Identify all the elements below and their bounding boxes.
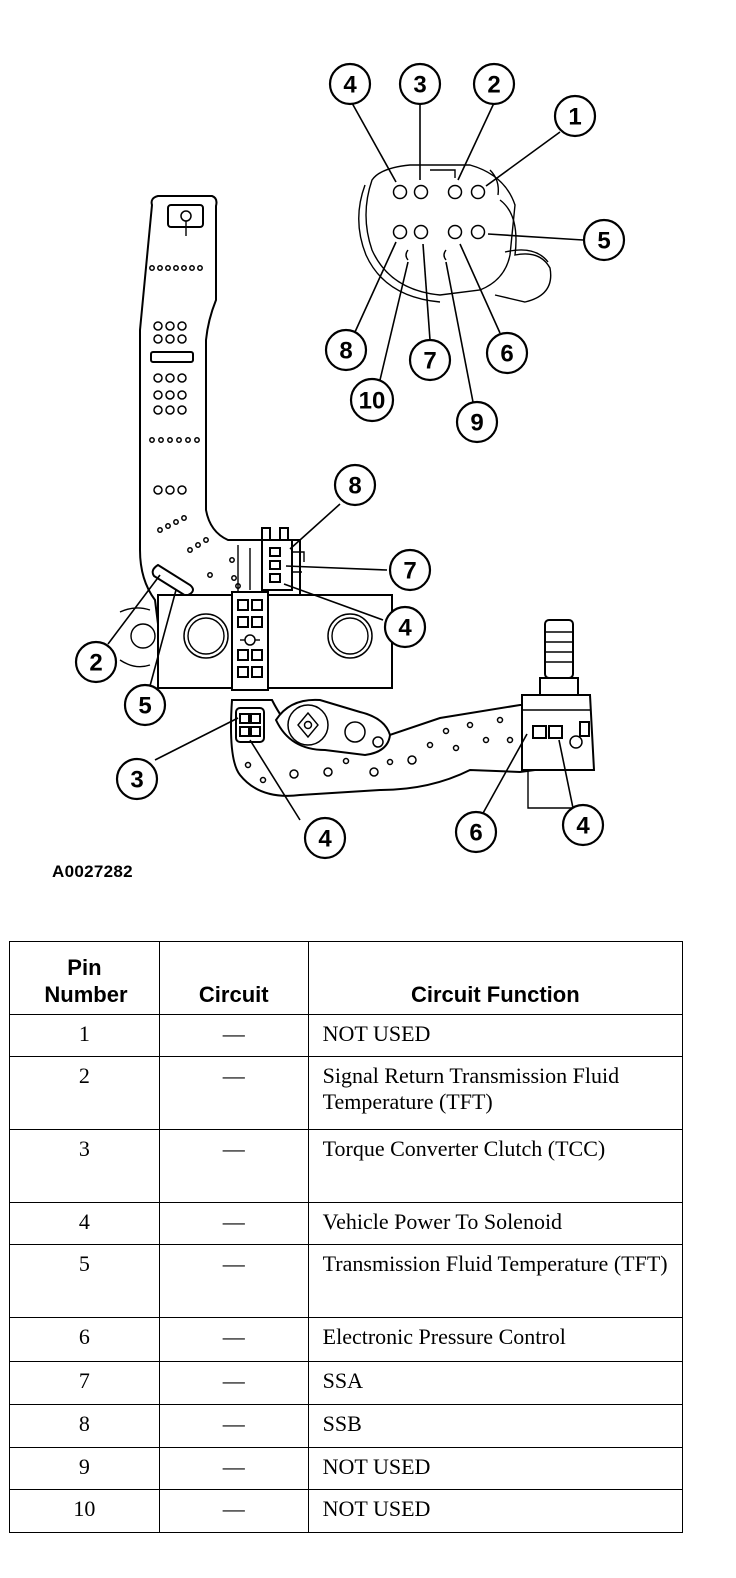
svg-text:5: 5 <box>138 693 151 720</box>
pin-number-cell: 2 <box>9 1056 160 1130</box>
connector-callout-6: 6 <box>485 331 529 375</box>
svg-text:4: 4 <box>576 813 590 840</box>
epc-solenoid <box>521 619 596 809</box>
circuit-function-cell: Vehicle Power To Solenoid <box>307 1202 684 1245</box>
solenoid-body <box>119 591 393 691</box>
circuit-function-cell: NOT USED <box>307 1014 684 1057</box>
lead-frame <box>139 195 305 641</box>
circuit-function-cell: SSB <box>307 1404 684 1448</box>
table-row: 9—NOT USED <box>9 1447 684 1490</box>
table-row: 6—Electronic Pressure Control <box>9 1317 684 1362</box>
connector-callout-4: 4 <box>328 62 372 106</box>
svg-text:4: 4 <box>318 826 332 853</box>
connector-callout-10: 10 <box>349 377 395 423</box>
pin-number-cell: 8 <box>9 1404 160 1448</box>
circuit-function-cell: Signal Return Transmission Fluid Tempera… <box>307 1056 684 1130</box>
connector-callout-9: 9 <box>455 400 499 444</box>
circuit-function-cell: Torque Converter Clutch (TCC) <box>307 1129 684 1203</box>
svg-text:3: 3 <box>130 767 143 794</box>
connector-face <box>358 164 552 303</box>
circuit-cell: — <box>158 1447 309 1490</box>
table-row: 7—SSA <box>9 1361 684 1405</box>
pin-number-cell: 7 <box>9 1361 160 1405</box>
table-row: 10—NOT USED <box>9 1489 684 1533</box>
pin-function-table: Pin Number Circuit Circuit Function 1—NO… <box>9 941 684 1533</box>
header-pin-number-text: Pin Number <box>44 955 128 1007</box>
pin-number-cell: 6 <box>9 1317 160 1362</box>
frame-holes <box>149 265 241 589</box>
svg-text:8: 8 <box>339 338 352 365</box>
table-row: 2—Signal Return Transmission Fluid Tempe… <box>9 1056 684 1130</box>
harness-callout-3: 3 <box>115 757 159 801</box>
circuit-function-cell: NOT USED <box>307 1489 684 1533</box>
circuit-cell: — <box>158 1361 309 1405</box>
harness-callout-4-upper: 4 <box>383 605 427 649</box>
circuit-function-cell: Electronic Pressure Control <box>307 1317 684 1362</box>
header-circuit-function: Circuit Function <box>307 941 684 1015</box>
svg-text:5: 5 <box>597 228 610 255</box>
harness-callout-4-lower: 4 <box>303 816 347 860</box>
table-row: 8—SSB <box>9 1404 684 1448</box>
harness-callout-7: 7 <box>388 548 432 592</box>
harness-callout-6: 6 <box>454 810 498 854</box>
pin-number-cell: 4 <box>9 1202 160 1245</box>
header-pin-number: Pin Number <box>9 941 160 1015</box>
harness-callout-5: 5 <box>123 683 167 727</box>
circuit-function-cell: SSA <box>307 1361 684 1405</box>
connector-callout-3: 3 <box>398 62 442 106</box>
svg-text:4: 4 <box>343 72 357 99</box>
table-header-row: Pin Number Circuit Circuit Function <box>9 941 684 1015</box>
svg-text:3: 3 <box>413 72 426 99</box>
circuit-cell: — <box>158 1244 309 1318</box>
pin-number-cell: 5 <box>9 1244 160 1318</box>
circuit-cell: — <box>158 1129 309 1203</box>
pin-number-cell: 1 <box>9 1014 160 1057</box>
circuit-cell: — <box>158 1014 309 1057</box>
svg-text:9: 9 <box>470 410 483 437</box>
header-circuit: Circuit <box>158 941 309 1015</box>
pin-number-cell: 9 <box>9 1447 160 1490</box>
circuit-function-cell: NOT USED <box>307 1447 684 1490</box>
connector-leaders <box>351 102 584 403</box>
harness-callout-2: 2 <box>74 640 118 684</box>
svg-text:8: 8 <box>348 473 361 500</box>
connector-callout-1: 1 <box>553 94 597 138</box>
lower-harness <box>230 698 536 797</box>
table-body: 1—NOT USED 2—Signal Return Transmission … <box>9 1014 684 1533</box>
connector-callout-7: 7 <box>408 338 452 382</box>
circuit-cell: — <box>158 1317 309 1362</box>
harness-leaders <box>107 503 574 821</box>
svg-text:6: 6 <box>500 341 513 368</box>
svg-text:1: 1 <box>568 104 581 131</box>
table-row: 1—NOT USED <box>9 1014 684 1057</box>
pin-number-cell: 10 <box>9 1489 160 1533</box>
table-row: 5—Transmission Fluid Temperature (TFT) <box>9 1244 684 1318</box>
harness-callout-8: 8 <box>333 463 377 507</box>
svg-text:2: 2 <box>487 72 500 99</box>
figure-id: A0027282 <box>52 862 133 881</box>
circuit-cell: — <box>158 1489 309 1533</box>
connector-callout-2: 2 <box>472 62 516 106</box>
circuit-cell: — <box>158 1404 309 1448</box>
svg-text:7: 7 <box>423 348 436 375</box>
table-row: 3—Torque Converter Clutch (TCC) <box>9 1129 684 1203</box>
table-row: 4—Vehicle Power To Solenoid <box>9 1202 684 1245</box>
svg-text:6: 6 <box>469 820 482 847</box>
connector-callout-8: 8 <box>324 328 368 372</box>
svg-text:2: 2 <box>89 650 102 677</box>
svg-text:4: 4 <box>398 615 412 642</box>
svg-text:10: 10 <box>359 388 386 415</box>
svg-text:7: 7 <box>403 558 416 585</box>
harness-callout-4-right: 4 <box>561 803 605 847</box>
connector-callout-5: 5 <box>582 218 626 262</box>
wiring-diagram: 4 3 2 1 5 8 7 6 10 9 8 7 4 2 5 3 4 6 4 <box>74 62 626 860</box>
circuit-cell: — <box>158 1056 309 1130</box>
pin-number-cell: 3 <box>9 1129 160 1203</box>
circuit-cell: — <box>158 1202 309 1245</box>
circuit-function-cell: Transmission Fluid Temperature (TFT) <box>307 1244 684 1318</box>
